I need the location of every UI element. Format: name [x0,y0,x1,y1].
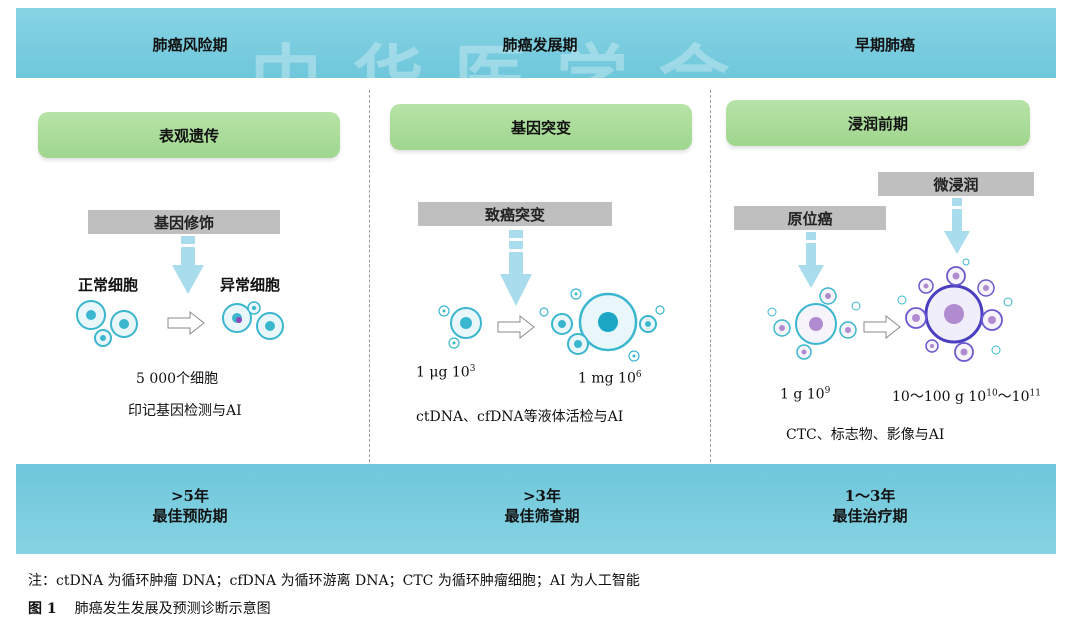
process-box-oncogenic-mutation: 致癌突变 [418,202,612,226]
dna-amount-large: 1 mg 106 [578,370,642,387]
figure-note: 注：ctDNA 为循环肿瘤 DNA；cfDNA 为循环游离 DNA；CTC 为循… [28,573,640,589]
window-type: 最佳治疗期 [832,507,908,525]
header-col1: 肺癌风险期 [152,36,228,54]
header-col3: 早期肺癌 [854,36,915,54]
normal-cells-icon [76,300,138,347]
window-duration: >3年 [522,487,561,505]
process-label: 原位癌 [787,209,833,228]
down-arrow-icon [798,232,824,288]
window-col1: >5年 最佳预防期 [110,486,270,526]
window-col2: >3年 最佳筛查期 [462,486,622,526]
stage-label: 表观遗传 [158,126,219,145]
down-arrow-icon [500,230,532,306]
mutated-cell-small-icon [438,305,482,349]
value-text: 1 mg 10 [578,370,636,387]
dna-amount-small: 1 μg 103 [416,364,475,381]
stage-box-gene-mutation: 基因突变 [390,104,692,150]
value-text: 10～100 g 10 [892,389,987,405]
method-col1: 印记基因检测与AI [128,403,242,419]
normal-cell-label: 正常细胞 [78,276,139,294]
tumor-mass-small: 1 g 109 [780,386,830,403]
down-arrow-icon [172,236,204,294]
window-type: 最佳筛查期 [504,507,580,525]
value-text: ～10 [997,389,1030,405]
method-col2: ctDNA、cfDNA等液体活检与AI [416,409,624,425]
abnormal-cell-label: 异常细胞 [220,276,281,294]
figure-title: 肺癌发生发展及预测诊断示意图 [74,601,271,617]
process-label: 微浸润 [933,175,979,194]
window-col3: 1～3年 最佳治疗期 [790,486,950,526]
exponent: 10 [986,388,998,399]
window-duration: >5年 [170,487,209,505]
stage-box-epigenetic: 表观遗传 [38,112,340,158]
down-arrow-icon [944,198,970,254]
window-duration: 1～3年 [844,487,896,505]
window-type: 最佳预防期 [152,507,228,525]
cell-count: 5 000个细胞 [136,371,219,387]
stage-box-preinvasive: 浸润前期 [726,100,1030,146]
value-text: 1 g 10 [780,386,825,403]
figure-caption: 图 1 肺癌发生发展及预测诊断示意图 [28,598,271,618]
right-arrow-icon [167,310,205,336]
exponent: 6 [635,370,642,380]
process-box-in-situ: 原位癌 [734,206,886,230]
process-label: 致癌突变 [484,205,545,224]
stage-label: 浸润前期 [847,114,908,133]
column-divider-2 [710,90,711,462]
in-situ-cell-icon [767,287,861,360]
right-arrow-icon [863,314,901,340]
exponent: 11 [1029,388,1041,399]
top-header-band [16,8,1056,78]
process-box-gene-modification: 基因修饰 [88,210,280,234]
abnormal-cells-icon [222,301,284,340]
tumor-cell-cluster-icon [539,288,665,362]
process-label: 基因修饰 [153,213,214,232]
tumor-mass-large: 10～100 g 1010～1011 [892,386,1041,406]
process-box-microinvasion: 微浸润 [878,172,1034,196]
exponent: 3 [469,364,476,374]
right-arrow-icon [497,314,535,340]
stage-label: 基因突变 [510,118,571,137]
figure-label: 图 1 [28,601,57,617]
bottom-window-band [16,464,1056,554]
header-col2: 肺癌发展期 [502,36,578,54]
microinvasive-cell-icon [897,258,1013,362]
column-divider-1 [369,90,370,462]
method-col3: CTC、标志物、影像与AI [786,427,945,443]
exponent: 9 [824,386,831,396]
value-text: 1 μg 10 [416,364,470,381]
